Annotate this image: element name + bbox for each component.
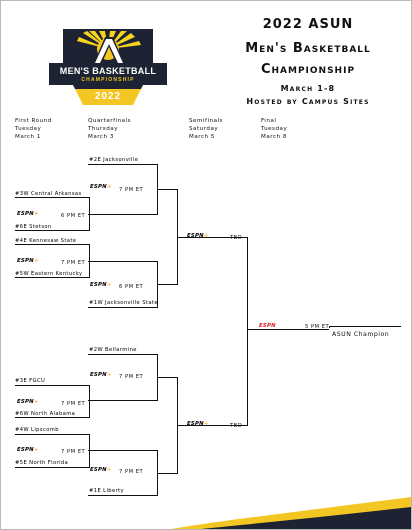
- game-time: 6 PM ET: [61, 213, 86, 219]
- network-logo-icon: ESPN+: [90, 282, 112, 288]
- title-line3: Championship: [260, 62, 356, 77]
- network-logo-icon: ESPN+: [90, 184, 112, 190]
- round-date: March 8: [261, 134, 287, 140]
- round-date: March 5: [189, 134, 215, 140]
- game-time: 5 PM ET: [305, 324, 330, 330]
- team-kennesaw: #4E Kennesaw State: [15, 238, 77, 244]
- round-day: Thursday: [88, 126, 119, 132]
- team-central-arkansas: #3W Central Arkansas: [15, 191, 82, 197]
- decorative-swoosh-icon: [171, 497, 411, 529]
- team-eastern-kentucky: #5W Eastern Kentucky: [15, 271, 83, 277]
- championship-logo: MEN'S BASKETBALL CHAMPIONSHIP 2022: [43, 19, 173, 111]
- title-line2: Men's Basketball: [245, 41, 371, 56]
- game-time: 7 PM ET: [61, 401, 86, 407]
- title-dates: March 1-8: [280, 84, 336, 93]
- champion-label: ASUN Champion: [332, 331, 390, 338]
- title-hosted: Hosted by Campus Sites: [246, 97, 370, 106]
- round-date: March 1: [15, 134, 41, 140]
- game-time: 7 PM ET: [61, 260, 86, 266]
- round-name: Quarterfinals: [88, 118, 132, 124]
- game-time: 7 PM ET: [119, 469, 144, 475]
- round-header-first: First Round Tuesday March 1: [15, 117, 52, 141]
- network-logo-icon: ESPN+: [90, 372, 112, 378]
- round-day: Tuesday: [261, 126, 288, 132]
- round-header-semifinals: Semifinals Saturday March 5: [189, 117, 223, 141]
- title-line1: 2022 ASUN: [262, 17, 354, 32]
- round-name: Semifinals: [189, 118, 223, 124]
- network-logo-icon: ESPN+: [17, 447, 39, 453]
- game-time: 7 PM ET: [119, 374, 144, 380]
- logo-line2: CHAMPIONSHIP: [81, 77, 135, 83]
- network-logo-icon: ESPN+: [17, 399, 39, 405]
- logo-line1: MEN'S BASKETBALL: [59, 66, 157, 76]
- round-date: March 3: [88, 134, 114, 140]
- round-day: Tuesday: [15, 126, 42, 132]
- round-name: Final: [261, 118, 277, 124]
- team-fgcu: #3E FGCU: [15, 378, 46, 384]
- game-time: 6 PM ET: [119, 284, 144, 290]
- team-liberty: #1E Liberty: [89, 488, 125, 494]
- network-logo-icon: ESPN+: [17, 258, 39, 264]
- round-name: First Round: [15, 118, 52, 124]
- team-north-florida: #5E North Florida: [15, 460, 69, 466]
- team-north-alabama: #6W North Alabama: [15, 411, 76, 417]
- network-logo-icon: ESPN+: [17, 211, 39, 217]
- round-header-final: Final Tuesday March 8: [261, 117, 287, 141]
- network-logo-icon: ESPN+: [187, 421, 209, 427]
- team-stetson: #6E Stetson: [15, 224, 52, 230]
- game-time: TBD: [230, 235, 243, 241]
- team-lipscomb: #4W Lipscomb: [15, 427, 59, 433]
- network-logo-icon: ESPN+: [187, 233, 209, 239]
- round-day: Saturday: [189, 126, 219, 132]
- game-time: TBD: [230, 423, 243, 429]
- network-logo-icon: ESPN+: [90, 467, 112, 473]
- round-header-quarterfinals: Quarterfinals Thursday March 3: [88, 117, 131, 141]
- team-jacksonville: #2E Jacksonville: [89, 157, 139, 163]
- team-bellarmine: #2W Bellarmine: [89, 347, 137, 353]
- logo-badge-icon: [49, 29, 167, 105]
- network-logo-icon: ESPN: [259, 323, 276, 329]
- game-time: 7 PM ET: [61, 449, 86, 455]
- game-time: 7 PM ET: [119, 187, 144, 193]
- team-jacksonville-state: #1W Jacksonville State: [89, 300, 158, 306]
- logo-year: 2022: [94, 91, 122, 102]
